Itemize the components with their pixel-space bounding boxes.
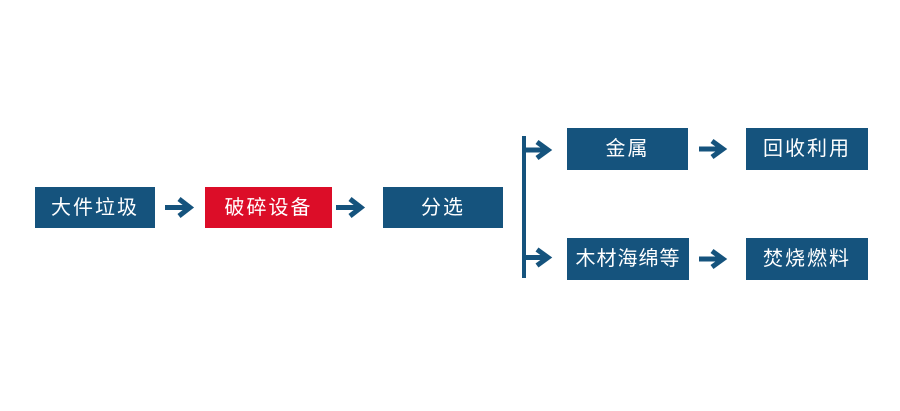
node-incineration-fuel-label: 焚烧燃料	[763, 248, 851, 270]
arrow-branch-top-icon	[524, 139, 553, 161]
node-sorting-label: 分选	[421, 196, 465, 219]
node-bulky-waste-label: 大件垃圾	[51, 196, 139, 219]
arrow-right-icon	[165, 197, 195, 218]
arrow-branch-bottom-icon	[524, 247, 553, 268]
node-wood-sponge: 木材海绵等	[567, 238, 689, 280]
node-metal: 金属	[567, 128, 688, 170]
node-wood-sponge-label: 木材海绵等	[575, 248, 681, 270]
node-incineration-fuel: 焚烧燃料	[746, 238, 868, 280]
arrow-right-icon	[699, 138, 728, 160]
arrow-right-icon	[699, 248, 728, 270]
node-crushing-equipment-label: 破碎设备	[224, 196, 313, 219]
node-metal-label: 金属	[605, 138, 650, 160]
node-sorting: 分选	[383, 187, 503, 228]
node-recycling-label: 回收利用	[763, 138, 851, 160]
node-crushing-equipment: 破碎设备	[205, 187, 332, 228]
arrow-right-icon	[336, 197, 366, 218]
node-recycling: 回收利用	[746, 128, 868, 170]
node-bulky-waste: 大件垃圾	[35, 187, 155, 228]
